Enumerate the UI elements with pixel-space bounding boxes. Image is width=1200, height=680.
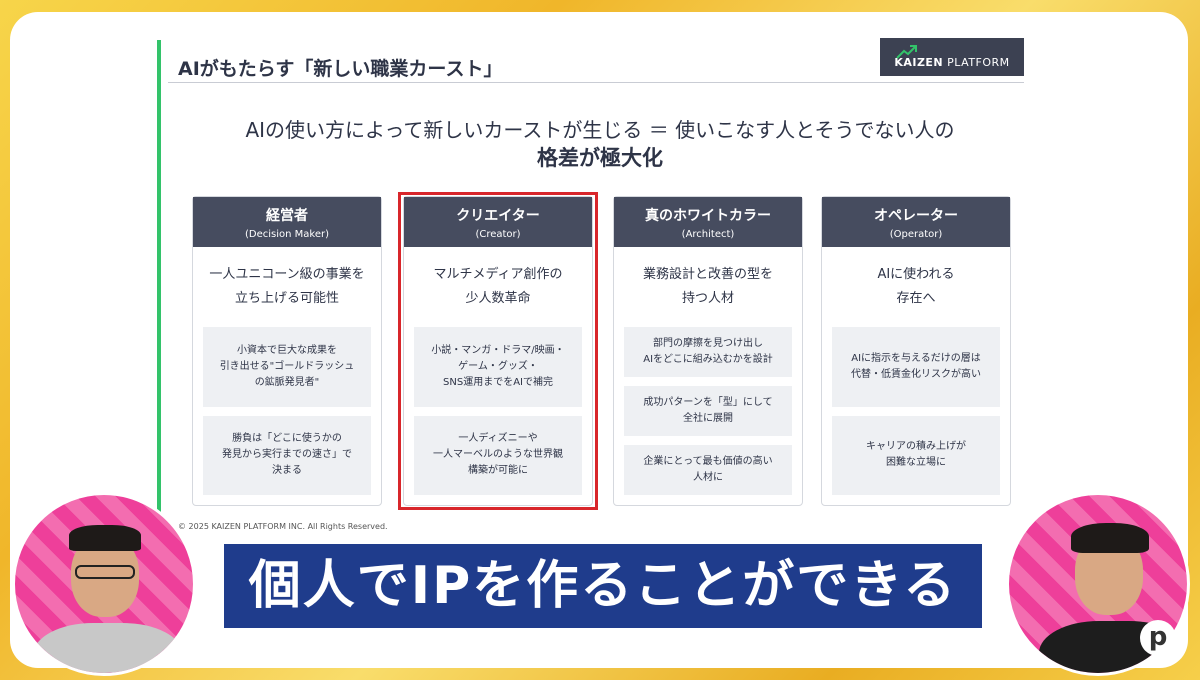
trend-arrow-icon [896, 45, 917, 59]
card-boxes: 部門の摩擦を見つけ出し AIをどこに組み込むかを設計 成功パターンを「型」にして… [624, 327, 792, 495]
card-box: AIに指示を与えるだけの層は 代替・低賃金化リスクが高い [832, 327, 1000, 407]
title-divider [168, 82, 1024, 83]
glasses-icon [75, 565, 135, 579]
card-lead: 業務設計と改善の型を 持つ人材 [642, 267, 773, 306]
card-lead: 一人ユニコーン級の事業を 立ち上げる可能性 [209, 267, 365, 306]
card-subtitle: (Decision Maker) [244, 228, 329, 240]
card-box: 勝負は「どこに使うかの 発見から実行までの速さ」で 決まる [203, 415, 371, 495]
presenter-left-hair [69, 525, 141, 551]
card-title: クリエイター [456, 207, 540, 224]
card-box: 部門の摩擦を見つけ出し AIをどこに組み込むかを設計 [624, 327, 792, 377]
headline-line2: 格差が極大化 [537, 146, 663, 170]
card-title: 経営者 [266, 207, 308, 224]
card-lead: マルチメディア創作の 少人数革命 [433, 267, 563, 306]
card-decision-maker: 経営者 (Decision Maker) 一人ユニコーン級の事業を 立ち上げる可… [192, 196, 382, 506]
card-title: 真のホワイトカラー [645, 207, 771, 224]
card-header: オペレーター (Operator) [822, 197, 1010, 247]
slide-title: AIがもたらす「新しい職業カースト」 [178, 58, 503, 80]
card-operator: オペレーター (Operator) AIに使われる 存在へ AIに指示を与えるだ… [821, 196, 1011, 506]
logo-suffix: PLATFORM [947, 56, 1010, 69]
presenter-left-body [33, 623, 183, 673]
slide-accent-bar [157, 40, 161, 520]
channel-logo-icon: p [1140, 620, 1176, 656]
card-subtitle: (Architect) [681, 228, 735, 240]
logo-brand: KAIZEN [894, 56, 944, 69]
card-lead: AIに使われる 存在へ [877, 267, 955, 306]
card-creator: クリエイター (Creator) マルチメディア創作の 少人数革命 小説・マンガ… [403, 196, 593, 506]
card-box: キャリアの積み上げが 困難な立場に [832, 415, 1000, 495]
kaizen-logo: KAIZEN PLATFORM [880, 38, 1024, 76]
card-header: クリエイター (Creator) [404, 197, 592, 247]
card-header: 経営者 (Decision Maker) [193, 197, 381, 247]
card-box: 一人ディズニーや 一人マーベルのような世界観 構築が可能に [414, 415, 582, 495]
card-boxes: 小説・マンガ・ドラマ/映画・ ゲーム・グッズ・ SNS運用までをAIで補完 一人… [414, 327, 582, 495]
card-subtitle: (Operator) [889, 228, 943, 240]
presenter-left-avatar [12, 492, 196, 676]
card-box: 成功パターンを「型」にして 全社に展開 [624, 386, 792, 436]
card-boxes: AIに指示を与えるだけの層は 代替・低賃金化リスクが高い キャリアの積み上げが … [832, 327, 1000, 495]
card-title: オペレーター [874, 207, 958, 224]
card-box: 小資本で巨大な成果を 引き出せる"ゴールドラッシュ の鉱脈発見者" [203, 327, 371, 407]
card-boxes: 小資本で巨大な成果を 引き出せる"ゴールドラッシュ の鉱脈発見者" 勝負は「どこ… [203, 327, 371, 495]
copyright: © 2025 KAIZEN PLATFORM INC. All Rights R… [178, 522, 388, 531]
card-box: 企業にとって最も価値の高い 人材に [624, 445, 792, 495]
presenter-right-hair [1071, 523, 1149, 553]
card-header: 真のホワイトカラー (Architect) [614, 197, 802, 247]
card-architect: 真のホワイトカラー (Architect) 業務設計と改善の型を 持つ人材 部門… [613, 196, 803, 506]
card-subtitle: (Creator) [475, 228, 521, 240]
headline-line1: AIの使い方によって新しいカーストが生じる ＝ 使いこなす人とそうでない人の [245, 118, 955, 142]
caption-banner: 個人でIPを作ることができる [224, 544, 982, 628]
card-box: 小説・マンガ・ドラマ/映画・ ゲーム・グッズ・ SNS運用までをAIで補完 [414, 327, 582, 407]
